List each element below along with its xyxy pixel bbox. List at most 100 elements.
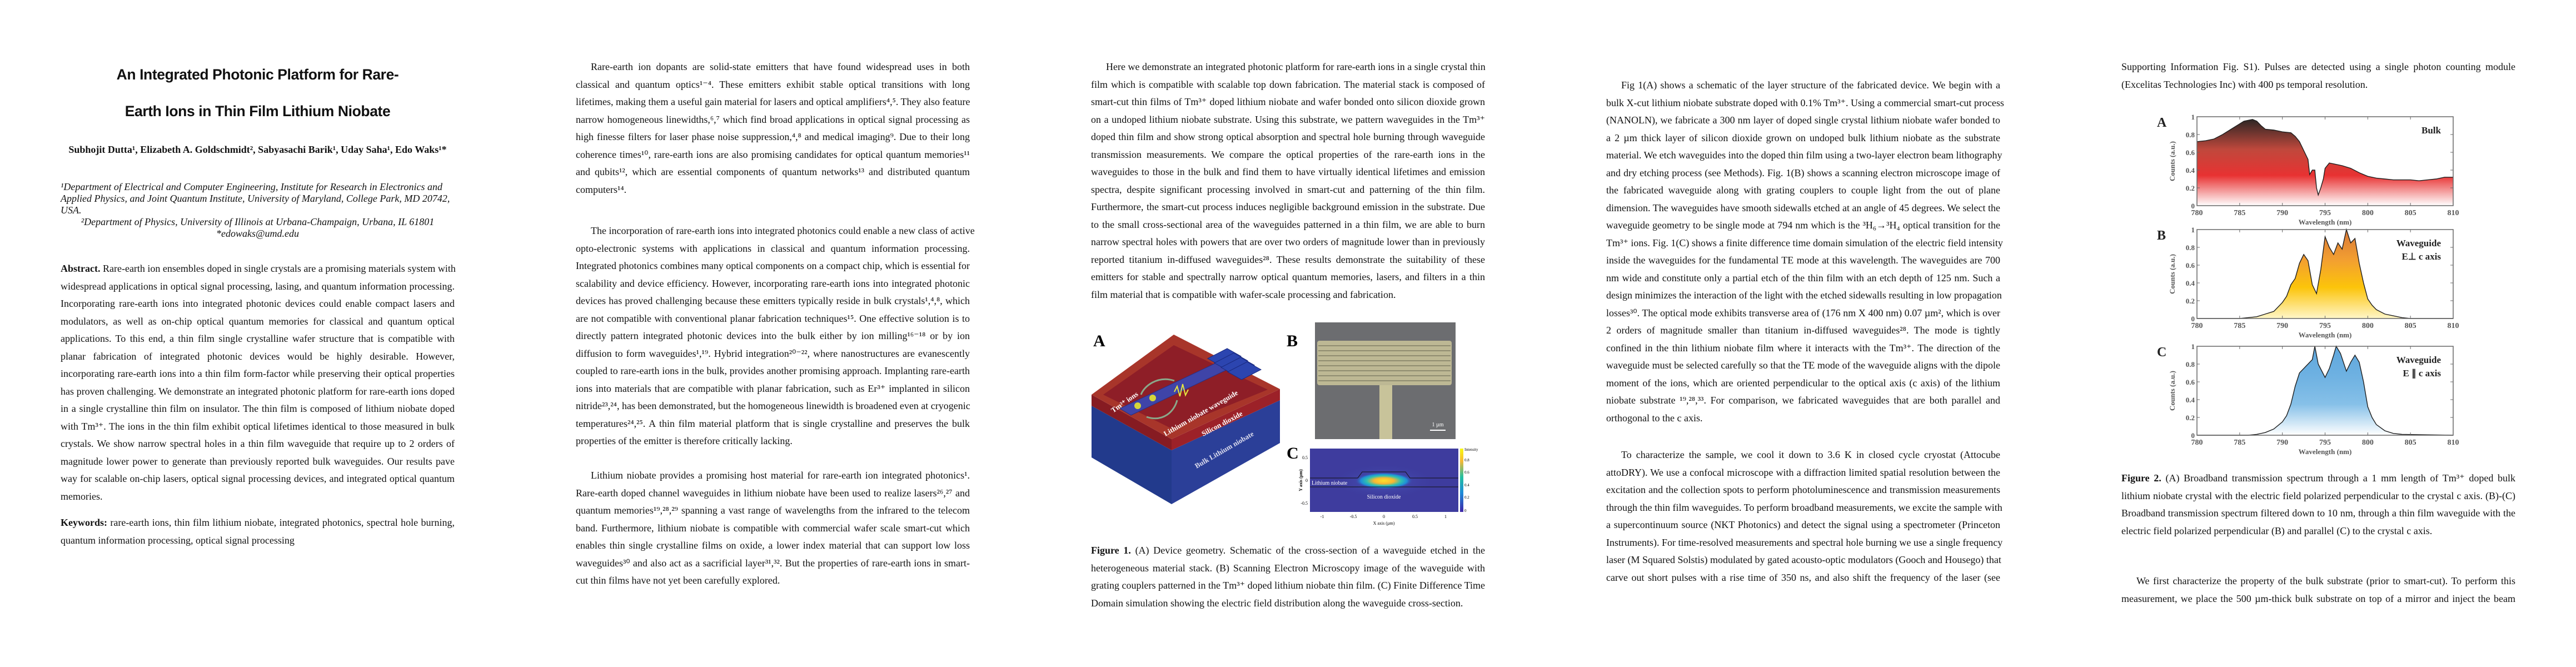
line-text: Integrated photonics combines many optic… — [576, 260, 970, 271]
text-line: in a single crystalline thin film on ins… — [61, 400, 455, 418]
line-text: band. Furthermore, lithium niobate is co… — [576, 522, 970, 534]
y-tick-label: 0 — [2191, 315, 2195, 323]
x-tick: 0 — [1383, 514, 1385, 519]
x-axis-label: Wavelength (nm) — [2299, 331, 2352, 339]
x-tick-label: 810 — [2448, 209, 2459, 217]
text-line: smart-cut thin films of Tm³⁺ doped lithi… — [1091, 93, 1485, 111]
colorbar-tick: 0 — [1464, 509, 1467, 513]
line-text: modulators, as well as on-chip optical q… — [61, 315, 455, 327]
line-text: film which is compatible with scalable t… — [1091, 78, 1485, 90]
line-text: Lithium niobate provides a promising hos… — [591, 470, 970, 481]
absorption-arrow-icon — [1146, 400, 1178, 420]
line-text: the fabricated waveguide along with grat… — [1606, 185, 2000, 196]
text-line: Broadband transmission spectrum filtered… — [2121, 505, 2515, 522]
y-tick-label: 1 — [2191, 342, 2195, 351]
text-line: waveguides to those in the bulk and find… — [1091, 163, 1485, 181]
text-line: coherence times¹⁰, rare-earth ions are a… — [576, 146, 970, 164]
line-text: Domain simulation showing the electric f… — [1091, 597, 1463, 609]
text-line: Integrated photonics combines many optic… — [576, 257, 970, 275]
line-text: planar fabrication of integrated photoni… — [61, 350, 455, 362]
bulk-layer-left-face — [1092, 406, 1172, 504]
line-text: carve out short pulses with a rise time … — [1606, 571, 2000, 583]
text-line: Supporting Information Fig. S1). Pulses … — [2121, 58, 2515, 76]
colorbar-tick: 0.6 — [1464, 470, 1469, 475]
x-tick-label: 805 — [2405, 209, 2416, 217]
keywords: Keywords: rare-earth ions, thin film lit… — [61, 514, 455, 549]
text-line: on a undoped lithium niobate substrate. … — [1091, 111, 1485, 129]
y-tick-label: 0.2 — [2186, 414, 2195, 422]
line-text: waveguide geometry to be single mode at … — [1606, 220, 2000, 231]
text-line: Tm³⁺ ions. Fig. 1(C) shows a finite diff… — [1606, 235, 2003, 252]
line-text: way for scalable on-chip lasers, optical… — [61, 473, 455, 484]
x-tick-label: 790 — [2276, 322, 2288, 330]
text-line: band. Furthermore, lithium niobate is co… — [576, 520, 970, 537]
line-text: Tm³⁺ ions. Fig. 1(C) shows a finite diff… — [1606, 237, 2003, 248]
bulk-layer-right-face — [1172, 400, 1280, 504]
y-tick-label: 1 — [2191, 113, 2195, 121]
text-line: nitride²³,²⁴, has been demonstrated, but… — [576, 397, 970, 415]
page-4: Fig 1(A) shows a schematic of the layer … — [1546, 0, 2061, 667]
y-tick-label: 0.8 — [2186, 131, 2195, 139]
text-line: waveguide geometry to be single mode at … — [1606, 217, 2000, 235]
text-line: a supercontinuum source (NKT Photonics) … — [1606, 516, 2000, 534]
text-line: temperatures²⁴,²⁵. A thin film material … — [576, 415, 970, 433]
waveguide-outline — [1310, 471, 1458, 479]
colorbar-tick: 0.2 — [1464, 495, 1469, 500]
line-text: film material that is compatible with wa… — [1091, 288, 1396, 300]
text-line: narrow homogeneous linewidths,⁶,⁷ which … — [576, 111, 970, 129]
figure-1: A Tm³⁺ ions Lithium niobate waveguide Si… — [1092, 322, 1478, 526]
text-line: electric field polarized perpendicular (… — [2121, 522, 2515, 540]
colorbar-tick: 0.8 — [1464, 458, 1469, 462]
text-line: Figure 1. (A) Device geometry. Schematic… — [1091, 542, 1485, 560]
figure-1-caption: Figure 1. (A) Device geometry. Schematic… — [1091, 542, 1485, 612]
paragraph: The incorporation of rare-earth ions int… — [576, 222, 975, 450]
paragraph-continuation: Supporting Information Fig. S1). Pulses … — [2121, 58, 2515, 93]
line-text: nm wide and constitute only a partial et… — [1606, 272, 2000, 283]
tm-ion-icon — [1149, 395, 1156, 401]
text-line: waveguide must be selected carefully so … — [1606, 357, 2000, 375]
panel-annotation: Waveguide — [2396, 238, 2442, 248]
y-tick-label: 0.2 — [2186, 184, 2195, 192]
text-line: design minimizes the interaction of the … — [1606, 287, 2002, 305]
x-tick-label: 805 — [2405, 322, 2416, 330]
emission-arrow-icon — [1140, 378, 1175, 395]
line-text: Supporting Information Fig. S1). Pulses … — [2121, 61, 2515, 72]
panel-label: C — [2157, 345, 2166, 360]
line-text: classical and quantum optics¹⁻⁴. These e… — [576, 78, 970, 90]
line-text: memories. — [61, 490, 103, 502]
text-line: devices has proved challenging because t… — [576, 292, 970, 310]
x-axis-label: X axis (µm) — [1373, 521, 1395, 526]
text-line: scalability and device efficiency. Howev… — [576, 275, 970, 293]
text-line: Rare-earth ion dopants are solid-state e… — [576, 58, 970, 76]
x-tick: 0.5 — [1412, 514, 1418, 519]
text-line: carve out short pulses with a rise time … — [1606, 569, 2000, 587]
text-line: enables thin single crystalline films on… — [576, 537, 970, 555]
text-line: magnitude lower power to generate than p… — [61, 453, 455, 471]
line-text: transmission measurements. We compare th… — [1091, 148, 1485, 160]
figure-2-caption: Figure 2. (A) Broadband transmission spe… — [2121, 470, 2515, 540]
text-line: directly pattern integrated photonic dev… — [576, 327, 970, 345]
panel-annotation: Waveguide — [2396, 355, 2442, 365]
text-line: properties of the emitter is therefore c… — [576, 432, 970, 450]
line-text: enables thin single crystalline films on… — [576, 540, 970, 551]
line-text: excitation and the collection spots to p… — [1606, 484, 2000, 495]
affiliation-2: ²Department of Physics, University of Il… — [81, 216, 435, 227]
line-text: Instruments). For time-resolved measurem… — [1606, 536, 2003, 548]
text-line: diffusion to form waveguides¹,¹⁹. Hybrid… — [576, 345, 970, 363]
line-text: narrow homogeneous linewidths,⁶,⁷ which … — [576, 113, 970, 125]
line-text: scalability and device efficiency. Howev… — [576, 277, 970, 289]
line-text: and qubits¹², which are essential compon… — [576, 166, 970, 177]
grating-coupler — [1207, 348, 1262, 380]
author-list: Subhojit Dutta¹, Elizabeth A. Goldschmid… — [68, 144, 447, 155]
spectrum-line — [2197, 345, 2454, 436]
x-tick-label: 790 — [2276, 439, 2288, 447]
title-line: Earth Ions in Thin Film Lithium Niobate — [124, 103, 391, 120]
text-line: classical and quantum optics¹⁻⁴. These e… — [576, 76, 970, 94]
panel-label: A — [2157, 116, 2167, 130]
text-line: bulk X-cut lithium niobate substrate dop… — [1606, 94, 2004, 112]
x-tick-label: 795 — [2319, 439, 2331, 447]
waveguide-sem — [1379, 385, 1392, 439]
line-text: Fig 1(A) shows a schematic of the layer … — [1621, 79, 2000, 91]
corresponding-email[interactable]: *edowaks@umd.edu — [216, 228, 300, 239]
